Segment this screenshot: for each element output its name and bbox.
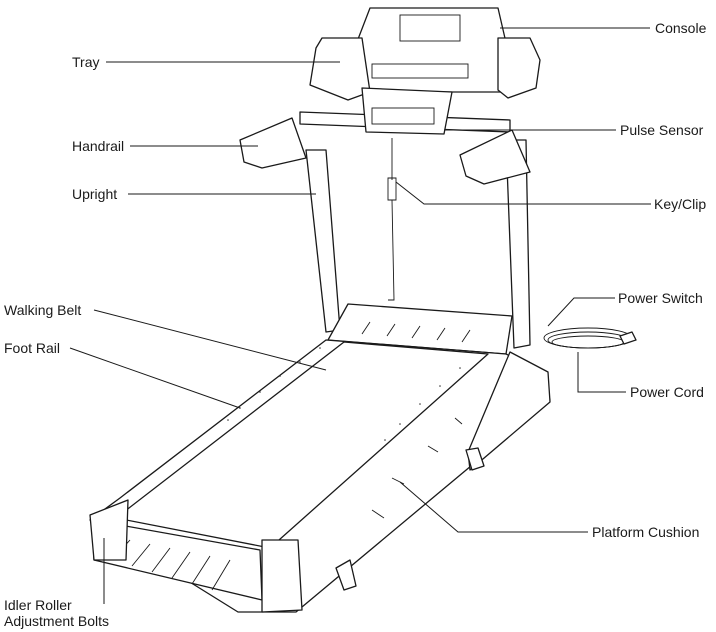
right-upright (505, 139, 531, 349)
label-power-switch: Power Switch (618, 290, 703, 306)
pulse-sensor (361, 87, 453, 135)
label-power-cord: Power Cord (630, 384, 704, 400)
foot-rail-dots (227, 347, 461, 441)
left-upright (305, 149, 341, 333)
label-foot-rail: Foot Rail (4, 340, 61, 356)
rear-support (335, 559, 357, 591)
right-handrail (459, 129, 531, 185)
leader-power-cord (577, 352, 626, 393)
label-handrail: Handrail (72, 138, 125, 154)
tray (309, 37, 371, 101)
right-frame (467, 351, 551, 471)
label-upright: Upright (72, 186, 118, 202)
leader-power-switch (547, 297, 615, 327)
key-clip-cord (387, 138, 397, 301)
console-display (399, 14, 461, 42)
leader-key-clip (395, 181, 651, 205)
platform-cushion (371, 417, 463, 519)
right-rail-cap (261, 539, 303, 613)
label-console: Console (655, 20, 707, 36)
label-tray: Tray (72, 54, 100, 70)
label-walking-belt: Walking Belt (4, 302, 82, 318)
label-platform-cushion: Platform Cushion (592, 524, 700, 540)
console (349, 7, 511, 93)
left-handrail (239, 117, 307, 169)
label-idler-roller-line2: Adjustment Bolts (4, 613, 110, 629)
power-cord (543, 327, 637, 349)
label-key-clip: Key/Clip (654, 196, 707, 212)
rear-foot (465, 447, 485, 471)
leader-walking-belt (93, 309, 327, 371)
label-pulse-sensor: Pulse Sensor (620, 122, 704, 138)
left-rail-cap (89, 499, 129, 561)
leader-foot-rail (69, 347, 241, 409)
leader-platform-cushion (399, 481, 588, 533)
tray-right (497, 37, 541, 99)
label-idler-roller-line1: Idler Roller (4, 597, 72, 613)
